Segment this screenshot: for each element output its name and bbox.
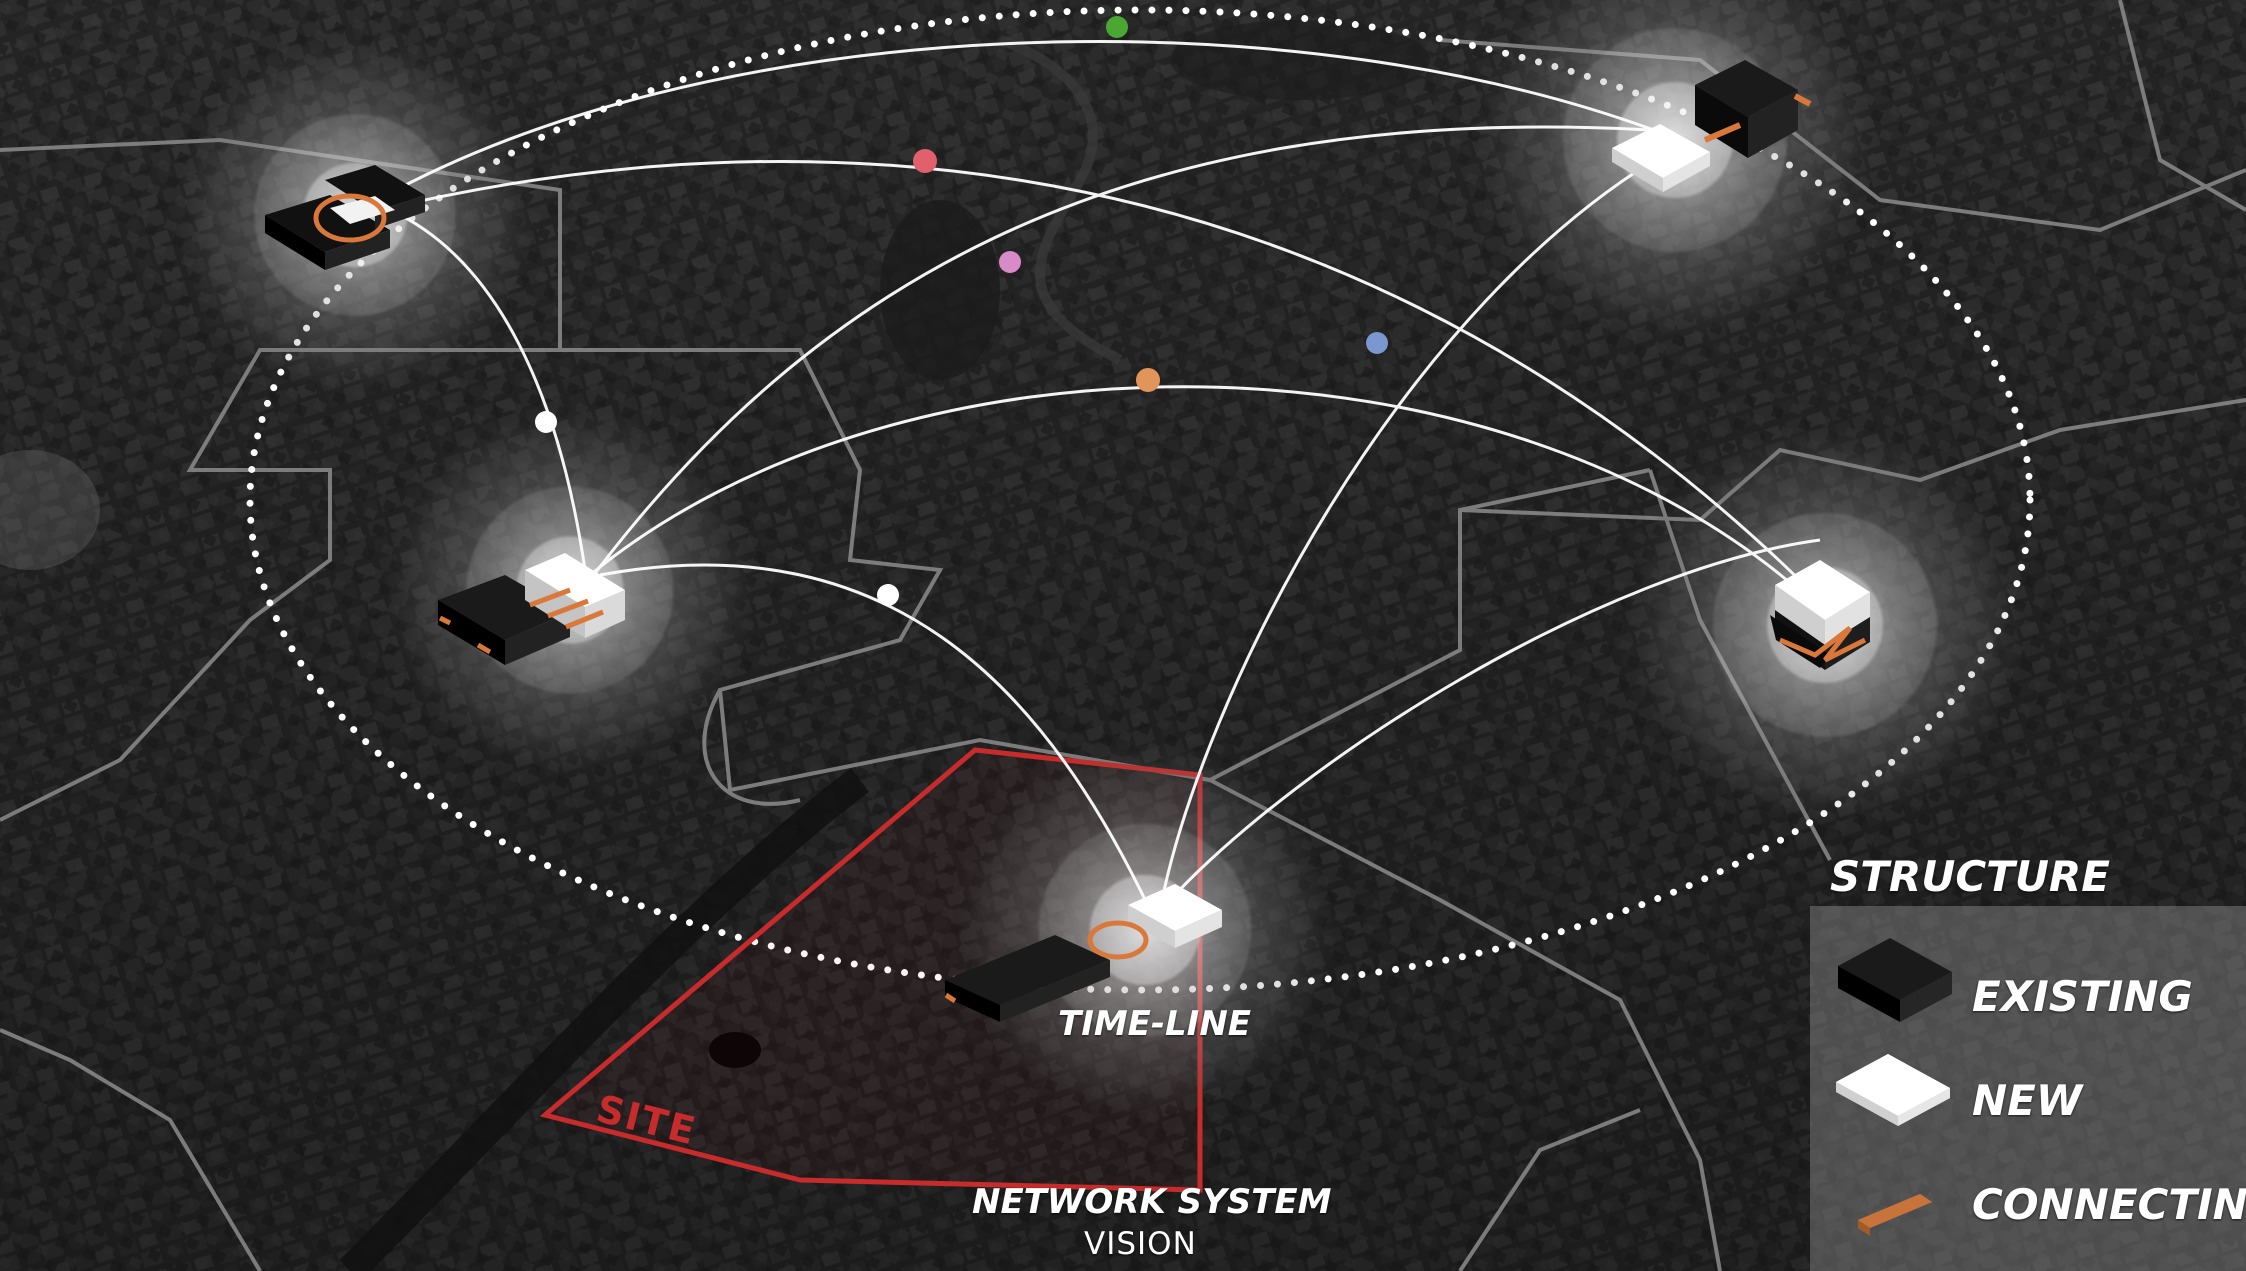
timeline-label: TIME-LINE bbox=[1058, 1004, 1252, 1044]
structure-node-3 bbox=[438, 553, 625, 665]
map-title: NETWORK SYSTEM bbox=[972, 1182, 1332, 1222]
legend-label-connecting: CONNECTING bbox=[1972, 1180, 2246, 1229]
park-area bbox=[880, 200, 1000, 380]
connection-node bbox=[913, 149, 937, 173]
connection-node bbox=[1106, 16, 1128, 38]
round-building bbox=[709, 1032, 761, 1068]
connection-node bbox=[535, 411, 557, 433]
connection-lines bbox=[359, 40, 1822, 911]
structure-node-2 bbox=[1612, 60, 1812, 192]
connection-node bbox=[1366, 332, 1388, 354]
structure-node-5 bbox=[944, 884, 1222, 1022]
legend-label-existing: EXISTING bbox=[1972, 972, 2193, 1021]
river bbox=[339, 768, 870, 1271]
structure-node-1 bbox=[265, 165, 425, 270]
legend-title: STRUCTURE bbox=[1830, 852, 2110, 901]
connection-node bbox=[1136, 368, 1160, 392]
structure-node-4 bbox=[1770, 560, 1870, 670]
map-subtitle: VISION bbox=[1084, 1226, 1197, 1262]
connection-node bbox=[877, 584, 899, 606]
legend-label-new: NEW bbox=[1972, 1076, 2083, 1125]
connection-node bbox=[999, 251, 1021, 273]
